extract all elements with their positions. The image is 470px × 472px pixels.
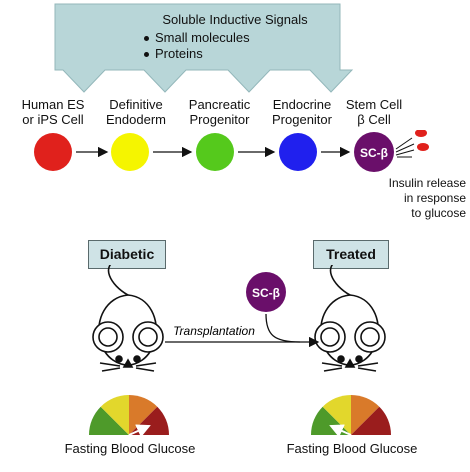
- signals-banner: [54, 3, 354, 93]
- sc-beta-cell-label: SC-β: [360, 146, 388, 160]
- signals-banner-shape: [54, 3, 354, 93]
- treated-mouse: [314, 265, 386, 372]
- diabetic-gauge-caption: Fasting Blood Glucose: [64, 441, 196, 456]
- sc-beta-transplant-label: SC-β: [252, 286, 280, 300]
- mouse-illustrations: SC-β Transplantation: [88, 265, 391, 438]
- diabetic-label: Diabetic: [88, 240, 166, 269]
- treated-glucose-gauge: [311, 395, 391, 438]
- insulin-granule: [415, 130, 427, 137]
- treated-label: Treated: [313, 240, 389, 269]
- banner-bullet-proteins: Proteins: [144, 46, 203, 61]
- treated-gauge-caption: Fasting Blood Glucose: [286, 441, 418, 456]
- banner-title: Soluble Inductive Signals: [162, 12, 308, 27]
- cell-pancreatic-progenitor: [196, 133, 234, 171]
- insulin-granule: [417, 143, 429, 151]
- cell-definitive-endoderm: [111, 133, 149, 171]
- cell-endocrine-progenitor: [279, 133, 317, 171]
- sc-beta-transplant-cell: [246, 272, 286, 312]
- diabetic-mouse: [92, 265, 164, 372]
- diabetic-glucose-gauge: [88, 395, 170, 438]
- cell-es-ips: [34, 133, 72, 171]
- transplantation-label: Transplantation: [173, 324, 255, 338]
- banner-bullet-small-molecules: Small molecules: [144, 30, 250, 45]
- insulin-release-caption: Insulin release in response to glucose: [388, 176, 466, 220]
- differentiation-pathway: SC-β: [34, 130, 429, 172]
- cell-sc-beta: [354, 132, 394, 172]
- transplant-curve-arrow: [265, 313, 320, 348]
